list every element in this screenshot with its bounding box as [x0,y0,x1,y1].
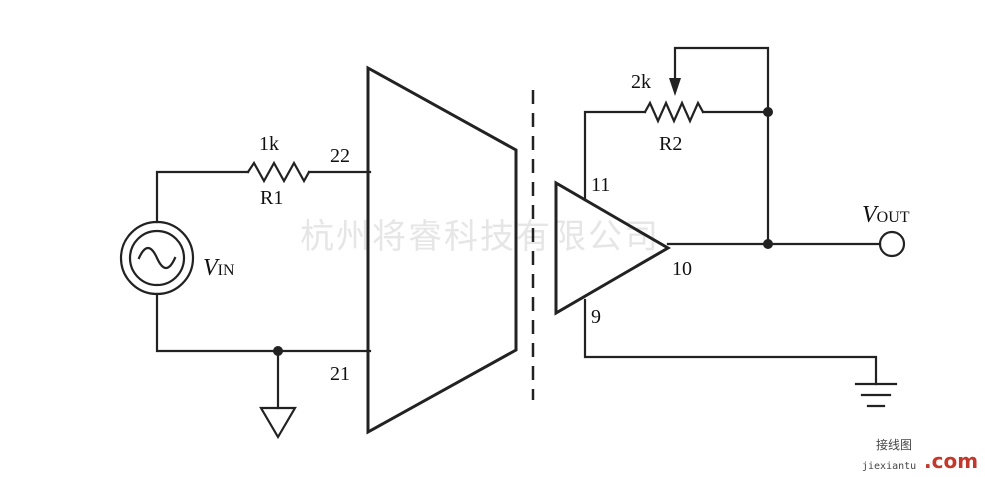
pin-21-label: 21 [330,363,350,385]
pin-22-label: 22 [330,145,350,167]
r1-name: R1 [260,187,283,209]
ground-triangle-icon [259,406,297,440]
vout-label: VOUT [862,202,910,228]
logo-suffix: .com [924,449,978,473]
resistor-r1 [246,160,311,184]
r2-value: 2k [631,71,651,93]
wire-wiper [673,46,770,114]
isolator-input-block [366,65,518,435]
wire-pin11-r2 [583,110,647,202]
output-amplifier [554,180,671,316]
logo-latin: jiexiantu [862,461,916,472]
ground-icon [854,382,898,408]
pin-9-label: 9 [591,306,601,328]
vin-label: VIN [203,255,235,281]
wire-pin9-ground [583,298,878,386]
sine-wave-icon [137,246,177,270]
wire-vin-top [155,170,250,224]
ac-voltage-source [119,220,195,296]
pin-10-label: 10 [672,258,692,280]
r1-value: 1k [259,133,279,155]
output-terminal [878,230,906,258]
watermark-text: 杭州将睿科技有限公司 [300,217,660,257]
r2-name: R2 [659,133,682,155]
potentiometer-r2 [643,100,705,124]
wire-vin-bottom [155,292,372,353]
pin-11-label: 11 [591,174,610,196]
logo-chinese: 接线图 [876,437,912,452]
site-logo: 接线图 jiexiantu .com [862,437,978,473]
wiper-arrow-icon [669,78,681,96]
